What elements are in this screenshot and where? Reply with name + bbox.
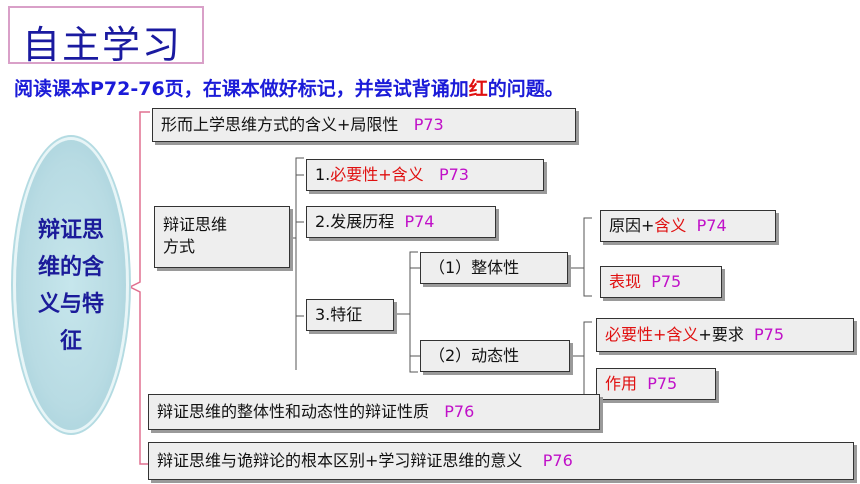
center-label: 辩证思 维的含 义与特 征	[28, 212, 114, 360]
node-red-text: 必要性+含义	[605, 325, 699, 344]
node-manifestation: 表现 P75	[600, 266, 722, 298]
node-features: 3.特征	[306, 299, 394, 331]
node-text: 辩证思维的整体性和动态性的辩证性质	[157, 402, 430, 421]
node-dialectical-nature: 辩证思维的整体性和动态性的辩证性质 P76	[148, 394, 600, 430]
page-ref: P74	[404, 212, 435, 231]
node-function: 作用 P75	[596, 368, 716, 400]
node-text: +要求	[698, 325, 744, 344]
node-text: （2）动态性	[429, 346, 520, 365]
page-ref: P73	[438, 165, 469, 184]
page-ref: P76	[444, 402, 475, 421]
node-red-text: 必要性+含义	[330, 165, 424, 184]
node-necessity: 1.必要性+含义 P73	[306, 159, 544, 191]
node-text: 辩证思维	[163, 215, 228, 234]
instruction-red: 红	[468, 78, 488, 100]
node-cause: 原因+含义 P74	[600, 210, 776, 242]
main-bracket	[128, 111, 150, 465]
page-ref: P75	[754, 325, 785, 344]
node-red-text: 含义	[654, 216, 687, 235]
node-history: 2.发展历程 P74	[306, 206, 496, 238]
node-text: 2.发展历程	[315, 212, 395, 231]
node-text: 1.	[315, 165, 331, 184]
node-dialectical-method: 辩证思维 方式	[154, 206, 290, 268]
page-ref: P75	[647, 374, 678, 393]
node-text: 辩证思维与诡辩论的根本区别+学习辩证思维的意义	[157, 451, 523, 470]
node-dynamic: （2）动态性	[420, 340, 570, 372]
node-text: （1）整体性	[429, 258, 520, 277]
bracket-method	[290, 157, 304, 370]
title-box: 自主学习	[8, 6, 204, 67]
node-text: 3.特征	[315, 305, 363, 324]
instruction-text: 阅读课本P72-76页，在课本做好标记，并尝试背诵加红的问题。	[14, 74, 564, 101]
center-label-line: 辩证思	[37, 218, 104, 243]
center-label-line: 维的含	[37, 255, 104, 280]
node-red-text: 表现	[609, 272, 642, 291]
node-metaphysics: 形而上学思维方式的含义+局限性 P73	[152, 108, 576, 142]
bracket-features	[396, 251, 418, 373]
page-title: 自主学习	[22, 23, 183, 67]
page-ref: P76	[542, 451, 573, 470]
bracket-holistic	[570, 217, 592, 297]
instruction-after: 的问题。	[487, 78, 564, 100]
node-sophistry: 辩证思维与诡辩论的根本区别+学习辩证思维的意义 P76	[148, 442, 854, 480]
center-label-line: 义与特	[37, 292, 104, 317]
page-ref: P73	[413, 115, 444, 134]
center-oval	[16, 140, 126, 430]
node-requirement: 必要性+含义+要求 P75	[596, 318, 854, 352]
node-holistic: （1）整体性	[420, 252, 568, 284]
page-ref: P75	[651, 272, 682, 291]
node-text: 方式	[163, 237, 196, 256]
bracket-dynamic	[572, 321, 592, 397]
node-text: 形而上学思维方式的含义+局限性	[161, 115, 399, 134]
node-red-text: 作用	[605, 374, 638, 393]
page-ref: P74	[696, 216, 727, 235]
node-text: 原因+	[609, 216, 655, 235]
instruction-before: 阅读课本P72-76页，在课本做好标记，并尝试背诵加	[14, 78, 469, 100]
center-label-line: 征	[59, 329, 82, 354]
